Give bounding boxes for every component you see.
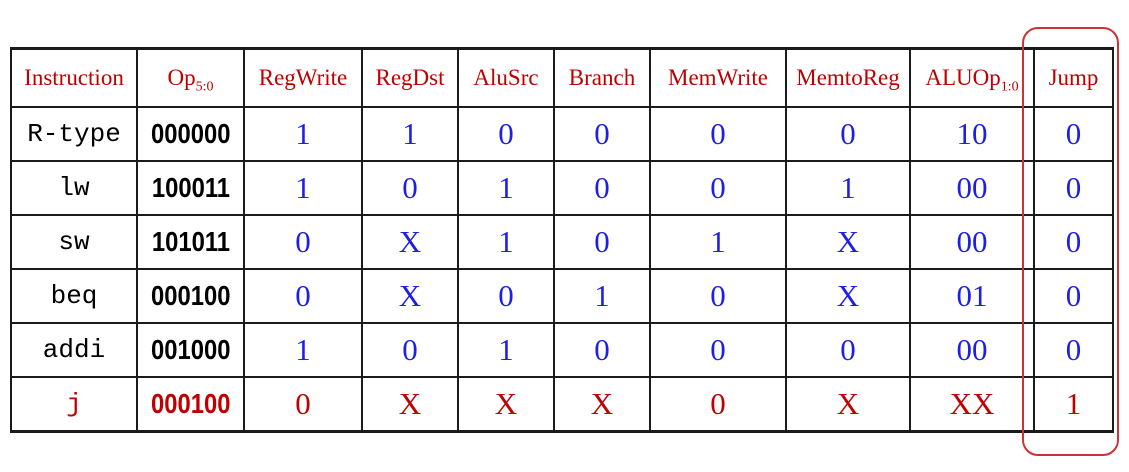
cell-instruction: addi	[10, 322, 138, 378]
header-label: RegDst	[375, 65, 445, 90]
cell-aluop: 00	[909, 160, 1035, 216]
cell-alusrc: 1	[457, 160, 555, 216]
cell-memwrite: 0	[649, 160, 787, 216]
cell-memtoreg: X	[785, 214, 911, 270]
cell-branch: 0	[553, 322, 651, 378]
cell-regwrite: 1	[243, 322, 363, 378]
cell-regwrite: 0	[243, 268, 363, 324]
cell-instruction: lw	[10, 160, 138, 216]
header-instruction: Instruction	[10, 47, 138, 108]
cell-regwrite: 1	[243, 106, 363, 162]
cell-instruction: j	[10, 376, 138, 433]
header-aluop: ALUOp1:0	[909, 47, 1035, 108]
cell-aluop: XX	[909, 376, 1035, 433]
opcode-text: 100011	[151, 171, 230, 203]
cell-alusrc: 1	[457, 214, 555, 270]
cell-branch: X	[553, 376, 651, 433]
header-subscript: 1:0	[1000, 79, 1019, 95]
opcode-text: 101011	[151, 225, 230, 257]
cell-branch: 0	[553, 214, 651, 270]
cell-alusrc: 1	[457, 322, 555, 378]
cell-aluop: 10	[909, 106, 1035, 162]
opcode-text: 000000	[150, 117, 231, 149]
cell-memtoreg: X	[785, 376, 911, 433]
cell-regdst: 0	[361, 322, 459, 378]
cell-jump: 0	[1033, 268, 1114, 324]
cell-jump: 0	[1033, 322, 1114, 378]
cell-regwrite: 0	[243, 376, 363, 433]
header-op: Op5:0	[136, 47, 245, 108]
opcode-text: 001000	[150, 333, 231, 365]
header-memwrite: MemWrite	[649, 47, 787, 108]
header-label: Branch	[568, 65, 636, 90]
cell-instruction: beq	[10, 268, 138, 324]
cell-regdst: 0	[361, 160, 459, 216]
control-signals-table: Instruction Op5:0 RegWrite RegDst AluSrc Bran…	[10, 47, 1114, 433]
cell-alusrc: 0	[457, 106, 555, 162]
cell-alusrc: 0	[457, 268, 555, 324]
cell-instruction: sw	[10, 214, 138, 270]
cell-aluop: 00	[909, 322, 1035, 378]
cell-aluop: 00	[909, 214, 1035, 270]
cell-opcode: 000100	[136, 268, 245, 324]
header-subscript: 5:0	[195, 79, 214, 95]
cell-regdst: X	[361, 214, 459, 270]
cell-memwrite: 0	[649, 268, 787, 324]
cell-jump: 0	[1033, 160, 1114, 216]
header-label: Op	[167, 65, 196, 90]
cell-branch: 0	[553, 106, 651, 162]
cell-memtoreg: 1	[785, 160, 911, 216]
header-jump: Jump	[1033, 47, 1114, 108]
cell-branch: 1	[553, 268, 651, 324]
header-branch: Branch	[553, 47, 651, 108]
cell-jump: 1	[1033, 376, 1114, 433]
cell-opcode: 000100	[136, 376, 245, 433]
cell-opcode: 001000	[136, 322, 245, 378]
cell-memtoreg: 0	[785, 322, 911, 378]
header-row: Instruction Op5:0 RegWrite RegDst AluSrc Bran…	[10, 47, 1114, 108]
cell-regdst: X	[361, 376, 459, 433]
cell-jump: 0	[1033, 214, 1114, 270]
cell-opcode: 101011	[136, 214, 245, 270]
header-label: Instruction	[24, 65, 124, 90]
cell-instruction: R-type	[10, 106, 138, 162]
cell-regwrite: 1	[243, 160, 363, 216]
header-label: MemWrite	[668, 65, 768, 90]
cell-branch: 0	[553, 160, 651, 216]
cell-regdst: 1	[361, 106, 459, 162]
header-regwrite: RegWrite	[243, 47, 363, 108]
cell-memwrite: 0	[649, 106, 787, 162]
header-memtoreg: MemtoReg	[785, 47, 911, 108]
cell-alusrc: X	[457, 376, 555, 433]
cell-jump: 0	[1033, 106, 1114, 162]
header-label: AluSrc	[473, 65, 539, 90]
cell-regdst: X	[361, 268, 459, 324]
header-regdst: RegDst	[361, 47, 459, 108]
cell-memwrite: 1	[649, 214, 787, 270]
opcode-text: 000100	[150, 279, 231, 311]
cell-memtoreg: 0	[785, 106, 911, 162]
cell-memwrite: 0	[649, 322, 787, 378]
opcode-text: 000100	[150, 387, 231, 419]
header-alusrc: AluSrc	[457, 47, 555, 108]
cell-memwrite: 0	[649, 376, 787, 433]
header-label: RegWrite	[258, 65, 348, 90]
cell-memtoreg: X	[785, 268, 911, 324]
cell-opcode: 000000	[136, 106, 245, 162]
header-label: ALUOp	[925, 65, 1001, 90]
header-label: Jump	[1048, 65, 1099, 90]
cell-aluop: 01	[909, 268, 1035, 324]
header-label: MemtoReg	[796, 65, 900, 90]
cell-opcode: 100011	[136, 160, 245, 216]
cell-regwrite: 0	[243, 214, 363, 270]
